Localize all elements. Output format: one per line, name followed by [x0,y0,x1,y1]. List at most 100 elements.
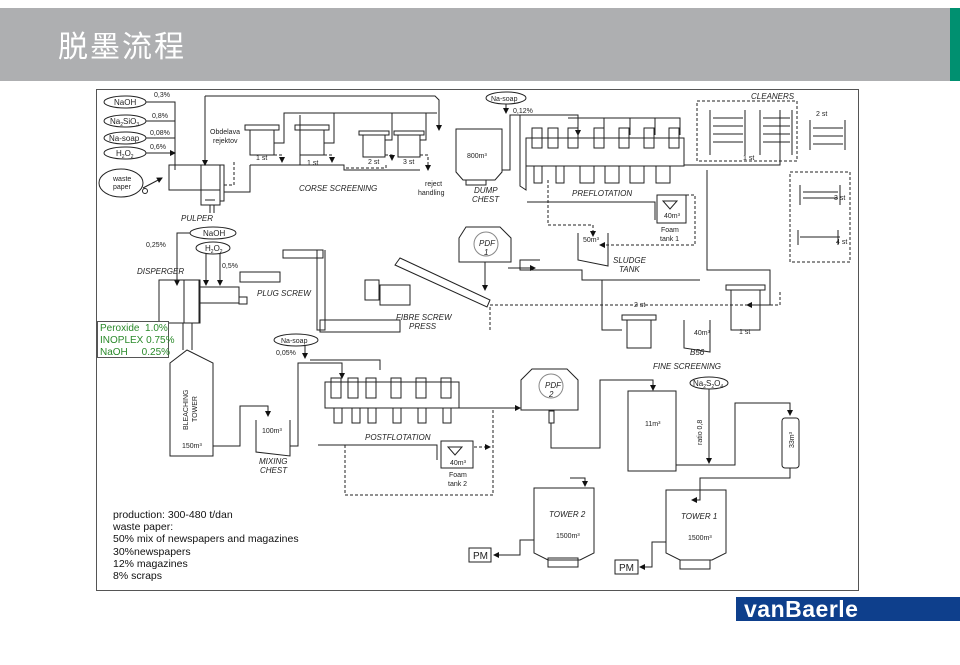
sludge-tank [547,180,609,267]
tower-2-label: TOWER 2 [549,510,586,519]
chem-na-soap-dose: 0,08% [150,130,170,137]
mixing-volume: 100m³ [262,428,283,435]
naoh-disperger-label: NaOH [203,229,225,238]
pdf1-label: PDF [479,239,496,248]
tower-1-volume: 1500m³ [688,535,712,542]
fine-stage-2: 2 st [634,302,645,309]
preflotation-label: PREFLOTATION [572,189,632,198]
postflotation-cells [310,359,521,424]
cleaner-stage-3: 3 st [834,195,845,202]
tower-label: TOWER [192,396,199,422]
note-production: production: 300-480 t/dan [113,509,233,521]
chem-h2o2-dose: 0,6% [150,144,166,151]
na-soap-preflot-dose: 0,12% [513,108,533,115]
tower-2-volume: 1500m³ [556,533,580,540]
fibre-screw-label: FIBRE SCREW [396,313,453,322]
fine-screening [489,280,781,353]
press-label: PRESS [409,322,437,331]
chem-naoh-label: NaOH [114,98,136,107]
cleaner-stage-2: 2 st [816,111,827,118]
cleaners [696,100,851,308]
foam-tank-2 [318,410,494,496]
pulper-label: PULPER [181,214,213,223]
tank-33-volume: 33m³ [789,431,796,448]
pdf2-label: PDF [545,381,562,390]
handling-label: handling [418,190,445,197]
foam-tank-1 [527,194,696,248]
pulper-chemicals [98,95,176,198]
rejektov-label: rejektov [213,138,238,145]
chem-na-soap-label: Na-soap [109,134,140,143]
cleaner-stage-4: 4 st [836,239,847,246]
preflotation-cells [519,110,781,191]
sludge-volume: 50m³ [583,237,600,244]
coarse-stage-1a: 1 st [256,155,267,162]
pm-box-2 [468,547,492,563]
recipe-inoplex: INOPLEX 0.75% [100,335,175,346]
pulper [168,95,442,213]
fine-stage-1: 1 st [739,329,750,336]
disperger-label: DISPERGER [137,267,184,276]
mixing-chest [255,362,345,457]
b56-label: B56 [690,348,705,357]
pdf2-number: 2 [548,390,554,399]
chem-na2sio3-label: Na2SiO3 [110,117,139,128]
foam-tank-1-label: Foam [661,227,679,234]
naoh-disperger-dose: 0,25% [146,242,166,249]
note-magazines: 12% magazines [113,557,188,570]
h2o2-disperger-label: H2O2 [205,244,223,255]
waste-paper-label: waste [112,176,131,183]
bleaching-label: BLEACHING [183,390,190,430]
note-scraps: 8% scraps [113,570,163,583]
tower-2 [493,477,595,568]
foam-tank-1-label-2: tank 1 [660,236,679,243]
coarse-stage-1b: 1 st [307,160,318,167]
postflotation-label: POSTFLOTATION [365,433,431,442]
na2s2o4-label: Na2S2O4 [693,379,723,390]
title-accent-bar [950,8,960,81]
recipe-naoh: NaOH 0.25% [100,347,171,358]
cleaner-stage-1: 1 st [743,155,754,162]
dump-chest [455,114,520,186]
dump-label: DUMP [474,186,498,195]
foam-tank-2-label: Foam [449,472,467,479]
title-bar [0,8,950,81]
plug-screw-label: PLUG SCREW [257,289,312,298]
coarse-screens [224,112,437,193]
page-title: 脱墨流程 [58,30,186,65]
bleaching-tower [169,323,271,457]
coarse-screening-label: CORSE SCREENING [299,184,377,193]
pm-label-2: PM [473,551,488,562]
vanbaerle-logo: vanBaerle [736,597,960,621]
pm-label-1: PM [619,563,634,574]
foam-tank-2-label-2: tank 2 [448,481,467,488]
fine-screening-label: FINE SCREENING [653,362,721,371]
sludge-label: SLUDGE [613,256,647,265]
chem-na2sio3-dose: 0,8% [152,113,168,120]
mixing-label: MIXING [259,457,287,466]
production-notes: production: 300-480 t/dan waste paper: 5… [113,509,299,582]
bleaching-volume: 150m³ [182,443,203,450]
ratio-label: ratio 0,8 [697,420,704,445]
tower-1 [639,489,727,570]
recipe-peroxide: Peroxide 1.0% [100,323,168,334]
chest-label: CHEST [472,195,500,204]
h2o2-disperger-dose: 0,5% [222,263,238,270]
reject-label: reject [425,181,442,188]
chem-h2o2-label: H2O2 [116,149,134,160]
foam-tank-2-volume: 40m³ [450,460,467,467]
coarse-stage-3: 3 st [403,159,414,166]
dump-chest-volume: 800m³ [467,153,488,160]
cleaners-label: CLEANERS [751,92,795,101]
note-mix: 50% mix of newspapers and magazines [113,533,299,546]
tank-11 [627,390,710,472]
tank-label: TANK [619,265,640,274]
chest-label-2: CHEST [260,466,288,475]
coarse-stage-2: 2 st [368,159,379,166]
na-soap-postflot-label: Na-soap [281,338,308,345]
tower-1-label: TOWER 1 [681,512,717,521]
na-soap-postflot [273,333,319,347]
note-newspapers: 30%newspapers [113,545,191,558]
disperger-line [158,226,491,333]
